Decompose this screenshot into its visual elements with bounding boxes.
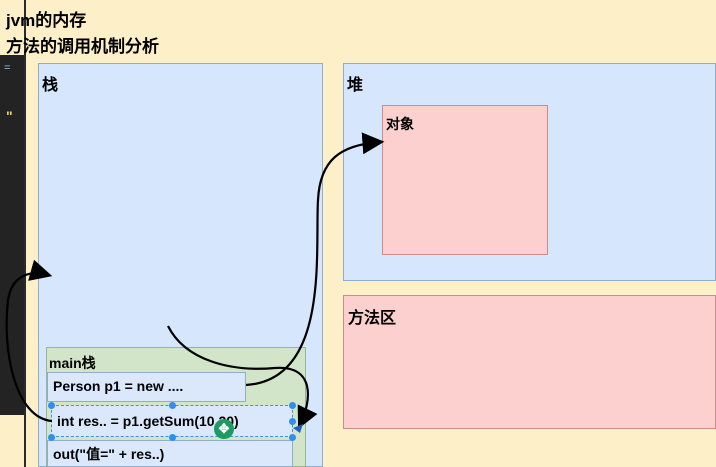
editor-strip-glyph: " xyxy=(6,108,13,124)
method-area-label: 方法区 xyxy=(348,310,397,327)
selection-handle-top-mid[interactable] xyxy=(169,402,176,409)
selection-handle-bottom-mid[interactable] xyxy=(169,434,176,441)
main-stack-label: main栈 xyxy=(49,355,96,371)
diagram-title: jvm的内存 xyxy=(6,11,87,30)
method-area-region[interactable] xyxy=(343,295,716,429)
selection-handle-top-right[interactable] xyxy=(289,402,296,409)
frame-row-person[interactable]: Person p1 = new .... xyxy=(47,372,246,402)
frame-row-getsum[interactable]: int res.. = p1.getSum(10,20) xyxy=(51,405,293,437)
stack-label: 栈 xyxy=(42,77,59,94)
selection-handle-top-left[interactable] xyxy=(48,402,55,409)
move-icon[interactable]: ✥ xyxy=(214,419,234,439)
selection-handle-right-mid[interactable] xyxy=(289,418,296,425)
editor-strip-glyph-top: = xyxy=(4,62,11,74)
heap-label: 堆 xyxy=(347,77,364,94)
object-box[interactable] xyxy=(382,105,548,255)
object-label: 对象 xyxy=(386,116,414,132)
editor-strip-edge xyxy=(24,0,26,467)
selection-handle-bottom-left[interactable] xyxy=(48,434,55,441)
frame-row-out[interactable]: out("值=" + res..) xyxy=(47,440,293,467)
selection-handle-bottom-right[interactable] xyxy=(289,434,296,441)
diagram-subtitle: 方法的调用机制分析 xyxy=(6,37,159,56)
